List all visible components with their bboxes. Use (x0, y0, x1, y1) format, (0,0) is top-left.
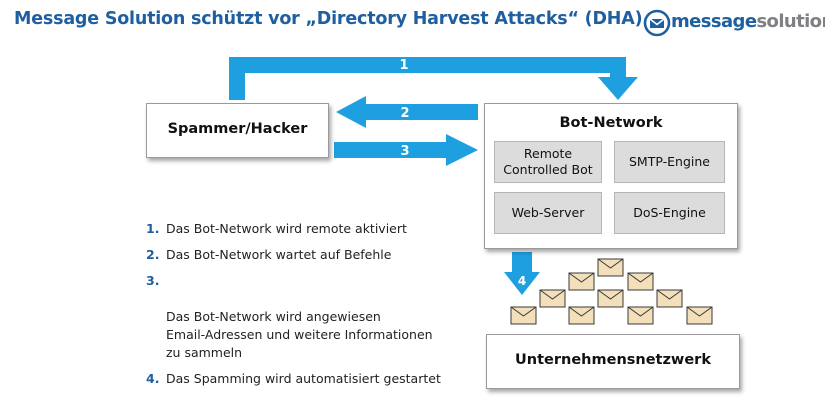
arrow-3-label: 3 (400, 144, 409, 159)
envelope-icon (568, 306, 595, 325)
remote-bot-box: Remote Controlled Bot (494, 141, 602, 183)
step-text: Das Spamming wird automatisiert gestarte… (166, 371, 441, 386)
bot-network-box: Bot-Network Remote Controlled Bot SMTP-E… (484, 103, 738, 249)
arrow-1-label: 1 (399, 58, 408, 73)
step-number: 4. (146, 371, 160, 386)
list-item: 4. Das Spamming wird automatisiert gesta… (146, 370, 466, 388)
page-title: Message Solution schützt vor „Directory … (14, 9, 643, 29)
bot-network-label: Bot-Network (559, 115, 663, 131)
arrow-1 (229, 57, 638, 100)
step-text: Das Bot-Network wird angewiesen Email-Ad… (166, 309, 433, 360)
arrow-4-label: 4 (518, 274, 526, 288)
envelope-icon (539, 289, 566, 308)
envelope-cluster (510, 258, 713, 325)
brand-logo: messagesolution (641, 6, 825, 38)
web-server-box: Web-Server (494, 192, 602, 234)
company-network-box: Unternehmensnetzwerk (486, 334, 740, 389)
spammer-label: Spammer/Hacker (167, 121, 308, 137)
envelope-icon (686, 306, 713, 325)
step-number: 2. (146, 247, 160, 262)
dos-engine-box: DoS-Engine (614, 192, 725, 234)
company-network-label: Unternehmensnetzwerk (515, 352, 711, 368)
envelope-icon (568, 272, 595, 291)
step-number: 1. (146, 221, 160, 236)
envelope-icon (656, 289, 683, 308)
arrow-4 (504, 252, 540, 295)
brand-name-part1: message (671, 11, 757, 32)
list-item: 3. Das Bot-Network wird angewiesen Email… (146, 272, 466, 362)
envelope-icon (597, 258, 624, 277)
smtp-engine-box: SMTP-Engine (614, 141, 725, 183)
steps-list: 1. Das Bot-Network wird remote aktiviert… (146, 220, 466, 396)
brand-name-part2: solution (756, 11, 825, 32)
envelope-icon (510, 306, 537, 325)
envelope-icon (627, 306, 654, 325)
brand-name: messagesolution (671, 11, 825, 32)
envelope-icon (597, 289, 624, 308)
step-number: 3. (146, 273, 160, 288)
envelope-icon (627, 272, 654, 291)
envelope-logo-icon (643, 9, 671, 37)
step-text: Das Bot-Network wird remote aktiviert (166, 221, 407, 236)
list-item: 1. Das Bot-Network wird remote aktiviert (146, 220, 466, 238)
step-text: Das Bot-Network wartet auf Befehle (166, 247, 392, 262)
arrow-3 (334, 134, 478, 166)
spammer-box: Spammer/Hacker (146, 103, 329, 158)
arrow-2 (336, 96, 478, 128)
arrow-2-label: 2 (400, 106, 409, 121)
list-item: 2. Das Bot-Network wartet auf Befehle (146, 246, 466, 264)
